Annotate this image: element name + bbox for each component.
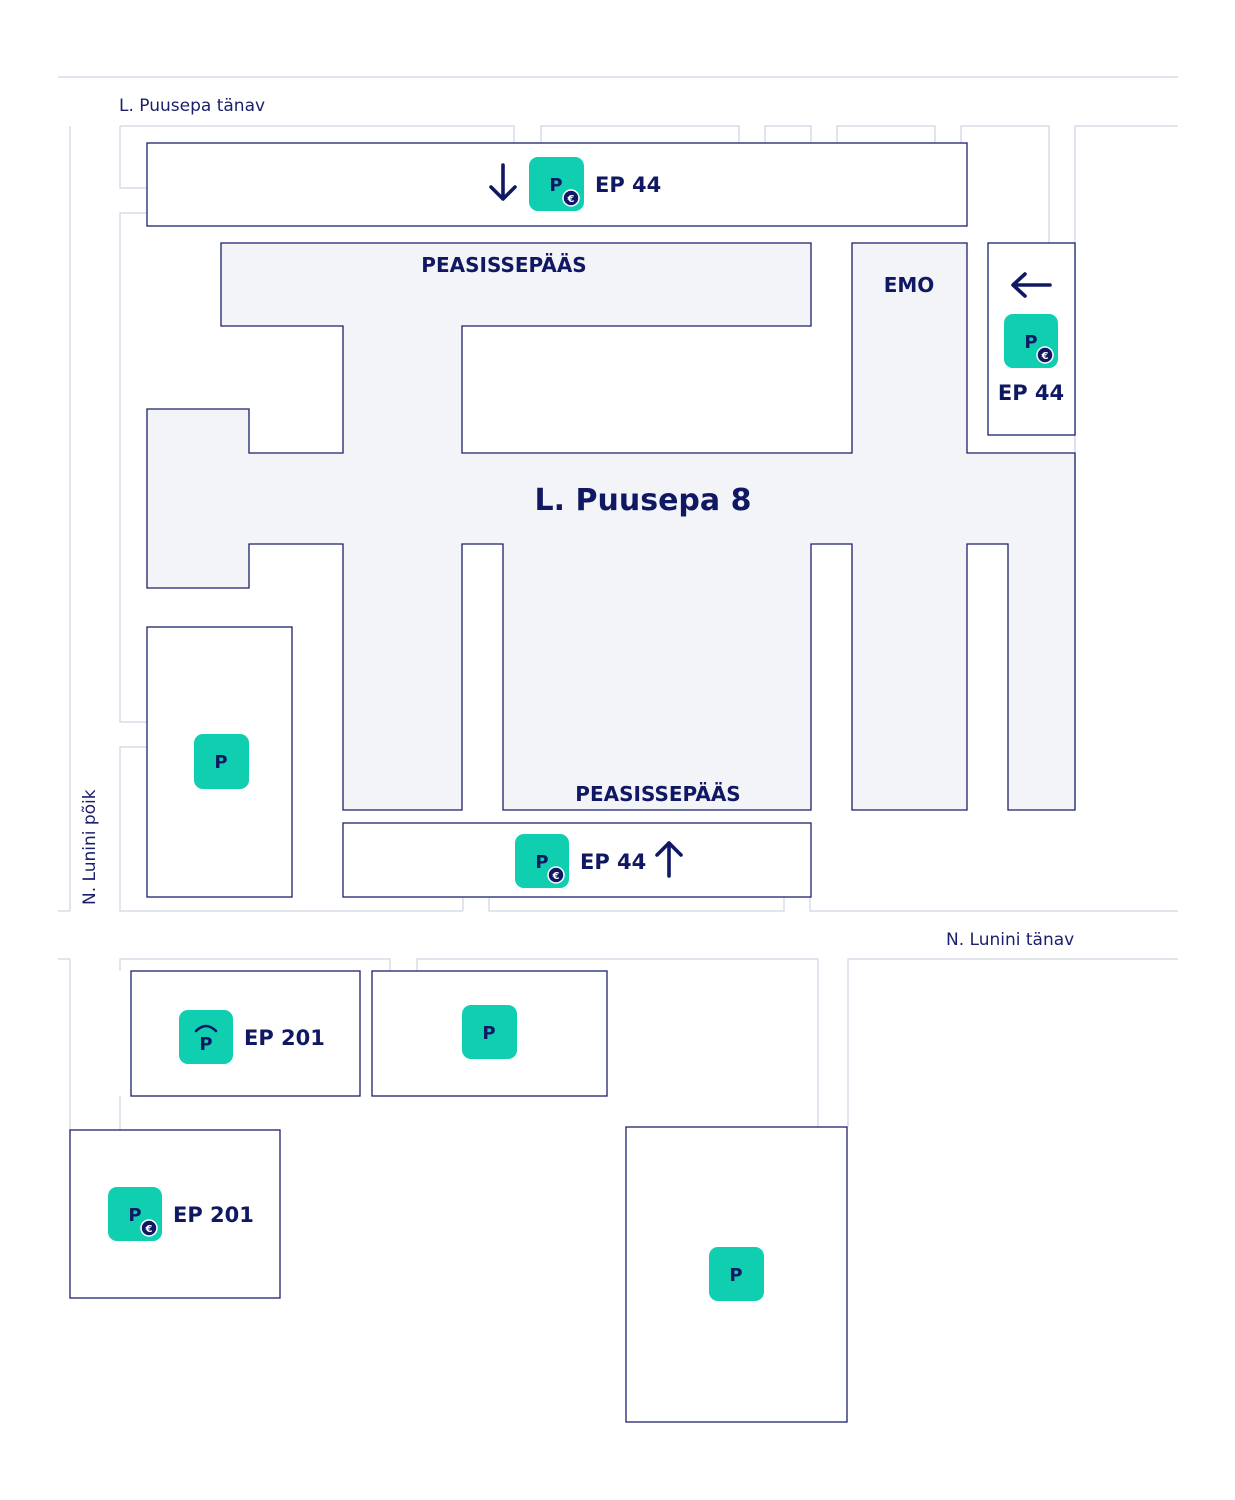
- parking-lot-south-1: [130, 970, 361, 1097]
- arrow-down-icon: [489, 163, 517, 201]
- paid-parking-icon: P €: [108, 1187, 162, 1241]
- building-name: L. Puusepa 8: [535, 483, 752, 518]
- parking-lot-bottom: [342, 822, 812, 898]
- parking-icon: P: [462, 1005, 517, 1059]
- paid-parking-icon: P €: [1004, 314, 1058, 368]
- svg-text:P: P: [729, 1265, 742, 1286]
- svg-text:€: €: [1041, 351, 1049, 362]
- parking-code-right: EP 44: [998, 381, 1064, 405]
- parking-code-south-3: EP 201: [173, 1203, 254, 1227]
- street-name-top: L. Puusepa tänav: [119, 96, 265, 116]
- street-name-bottom: N. Lunini tänav: [946, 930, 1074, 950]
- main-entrance-bottom-label: PEASISSEPÄÄS: [575, 782, 740, 806]
- main-entrance-top-label: PEASISSEPÄÄS: [421, 253, 586, 277]
- parking-code-bottom: EP 44: [580, 850, 646, 874]
- parking-code-south-1: EP 201: [244, 1026, 325, 1050]
- svg-text:€: €: [567, 194, 575, 205]
- svg-text:P: P: [535, 852, 548, 873]
- svg-text:€: €: [145, 1224, 153, 1235]
- covered-parking-icon: P: [179, 1010, 233, 1064]
- arrow-up-icon: [655, 841, 683, 878]
- parking-lot-right: [987, 242, 1076, 436]
- svg-text:P: P: [549, 175, 562, 196]
- arrow-left-icon: [1011, 272, 1052, 298]
- svg-text:€: €: [552, 871, 560, 882]
- parking-icon: P: [709, 1247, 764, 1301]
- svg-text:P: P: [199, 1034, 212, 1055]
- parking-code-top: EP 44: [595, 173, 661, 197]
- svg-text:P: P: [214, 752, 227, 773]
- parking-lot-south-3: [69, 1129, 281, 1299]
- street-name-left: N. Lunini põik: [80, 789, 100, 905]
- paid-parking-icon: P €: [529, 157, 584, 211]
- paid-parking-icon: P €: [515, 834, 569, 888]
- svg-text:P: P: [482, 1023, 495, 1044]
- svg-text:P: P: [1024, 332, 1037, 353]
- svg-text:P: P: [128, 1205, 141, 1226]
- hospital-building: [146, 242, 1076, 811]
- emo-label: EMO: [884, 273, 935, 297]
- parking-icon: P: [194, 734, 249, 789]
